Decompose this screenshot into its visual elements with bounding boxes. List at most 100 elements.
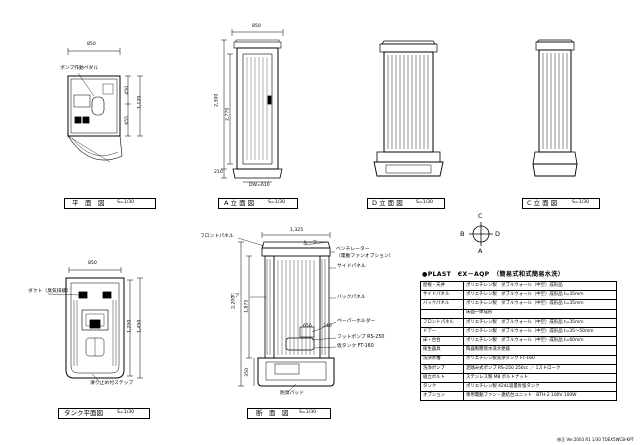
spec-row: 組立ボルトステンレス製 M8 ボルトナット <box>420 372 617 384</box>
section-label-door: ドア <box>230 294 240 299</box>
compass-b: B <box>460 230 465 238</box>
section-label-side-panel: サイドパネル <box>337 264 366 269</box>
plan-caption-box <box>64 198 156 209</box>
section-dim-small-1: 350 <box>245 367 251 377</box>
spec-row: バックパネルポリエチレン製 ダブルウォール（中空）成形品 t=35mm <box>420 299 617 310</box>
elev-d-caption-box <box>367 198 445 209</box>
tank-dim-2: 1,450 <box>137 319 143 333</box>
section-label-roof: ルーフ <box>303 241 318 246</box>
spec-row: ドアーポリエチレン製 ダブルウォール（中空）成形品 t=35～50mm <box>420 326 617 338</box>
plan-dim-3: 655 <box>125 115 131 125</box>
elev-a-caption-box <box>218 198 298 209</box>
spec-key: フロントパネル <box>420 317 464 328</box>
elevation-d-view <box>373 40 444 177</box>
spec-value: ポリエチレン製 ダブルウォール（中空）成形品 t=35mm <box>463 290 617 301</box>
spec-row: 洗浄ポンプ足踏み式ポンプ RS-250 250cc ／ 1ストローク <box>420 363 617 374</box>
plan-scale: S=1/30 <box>117 200 135 205</box>
spec-key <box>420 308 464 319</box>
spec-row: タンクポリエチレン製 424L容量貯留タンク <box>420 382 617 393</box>
spec-value: 専用電動ファン・連結台ユニット BTH-2 100V 100W <box>463 391 617 402</box>
spec-value: ポリエチレン製 ダブルウォール（中空）成形品 <box>463 280 617 292</box>
elevation-c-view <box>532 39 578 177</box>
section-caption-box <box>247 408 331 419</box>
section-caption: 断 面 図 <box>256 409 289 417</box>
spec-title: ●PLAST ЄX－AQP （簡易式和式簡易水洗） <box>422 271 565 278</box>
spec-value: 足踏み式ポンプ RS-250 250cc ／ 1ストローク <box>463 363 617 374</box>
elev-c-caption-box <box>522 198 600 209</box>
section-label-back-panel: バックパネル <box>337 295 366 300</box>
plan-view <box>67 48 143 163</box>
elev-a-dim-height: 2,300 <box>214 93 220 107</box>
spec-row: 床・台台ポリエチレン製 ダブルウォール（中空）成形品 t=60mm <box>420 336 617 347</box>
elevation-a-view <box>221 29 284 183</box>
spec-key: 床・台台 <box>420 336 464 347</box>
spec-row: 床面一体成形 <box>420 308 617 319</box>
footer-revision: 修正 Ver.2003 R1 1/30 TOEX5WCB-KPT <box>557 437 634 442</box>
section-dim-small-2: 656 <box>303 324 312 329</box>
section-label-vent-sub: （電動ファンオプション） <box>336 254 394 259</box>
elev-a-scale: S=1/30 <box>268 200 286 205</box>
elev-a-dim-door: 2,770 <box>225 107 231 121</box>
section-label-paper-holder: ペーパーホルダー <box>337 319 376 324</box>
section-dim-small-3: 240 <box>323 324 332 329</box>
compass <box>469 222 493 246</box>
compass-c: C <box>478 212 483 220</box>
spec-key: 衛生器具 <box>420 345 464 356</box>
tank-dim-width: 850 <box>88 261 97 266</box>
section-label-front-panel: フロントパネル <box>200 234 234 239</box>
plan-dim-1: 450 <box>125 85 131 95</box>
plan-dim-2: 1,120 <box>137 95 143 109</box>
section-label-foot-pump: フットポンプ RS-250 <box>337 335 385 340</box>
tank-label-step: 滑り止め付ステップ <box>90 381 134 386</box>
section-scale: S=1/30 <box>299 410 317 415</box>
spec-row: 洗浄水槽ポリエチレン製洗浄タンク FT-160 <box>420 354 617 365</box>
elev-a-dim-dw: DW=610 <box>249 183 270 188</box>
spec-value: 床面一体成形 <box>463 308 617 319</box>
spec-key: オプション <box>420 391 464 402</box>
tank-caption-box <box>58 408 150 419</box>
spec-value: ポリエチレン製洗浄タンク FT-160 <box>463 354 617 365</box>
elev-d-caption: D 立 面 図 <box>372 199 403 207</box>
spec-key: バックパネル <box>420 299 464 310</box>
spec-key: 洗浄ポンプ <box>420 363 464 374</box>
plan-label-pedal: ポンプ作動ペダル <box>60 66 99 71</box>
spec-value: ポリエチレン製 ダブルウォール（中空）成形品 t=35～50mm <box>463 326 617 338</box>
spec-row: オプション専用電動ファン・連結台ユニット BTH-2 100V 100W <box>420 391 617 402</box>
spec-value: 陶器製簡易水洗大便器 <box>463 345 617 356</box>
section-label-vent: ベンチレーター <box>336 247 370 252</box>
spec-row: フロントパネルポリエチレン製 ダブルウォール（中空）成形品 t=35mm <box>420 317 617 328</box>
spec-row: 衛生器具陶器製簡易水洗大便器 <box>420 345 617 356</box>
tank-dim-1: 1,250 <box>127 319 133 333</box>
spec-key: サイドパネル <box>420 290 464 301</box>
spec-value: ポリエチレン製 ダブルウォール（中空）成形品 t=60mm <box>463 336 617 347</box>
elev-d-scale: S=1/30 <box>416 200 434 205</box>
section-dim-door: 1,875 <box>244 299 250 313</box>
section-label-floor-pad: 防臭パッド <box>280 391 304 396</box>
elev-c-caption: C 立 面 図 <box>527 199 558 207</box>
elev-c-scale: S=1/30 <box>572 200 590 205</box>
elev-a-caption: A 立 面 図 <box>224 199 255 207</box>
tank-plan-view <box>47 267 143 383</box>
elev-a-dim-base: 210 <box>214 170 223 175</box>
spec-row: 屋根・天井ポリエチレン製 ダブルウォール（中空）成形品 <box>420 280 617 292</box>
spec-key: タンク <box>420 382 464 393</box>
section-label-tank: 仮タンク FT-160 <box>337 344 374 349</box>
elev-a-dim-width: 850 <box>252 24 261 29</box>
tank-label-duct: ダクト（臭気排鏡） <box>28 289 72 294</box>
section-view <box>237 232 337 393</box>
section-dim-height: 2,200 <box>231 295 237 309</box>
compass-d: D <box>495 230 501 238</box>
compass-a: A <box>478 247 483 255</box>
section-dim-width: 1,325 <box>290 228 304 233</box>
spec-key: ドアー <box>420 326 464 338</box>
plan-dim-width: 850 <box>87 42 96 47</box>
tank-scale: S=1/30 <box>117 410 135 415</box>
spec-key: 洗浄水槽 <box>420 354 464 365</box>
spec-value: ポリエチレン製 ダブルウォール（中空）成形品 t=35mm <box>463 299 617 310</box>
spec-table: 屋根・天井ポリエチレン製 ダブルウォール（中空）成形品サイドパネルポリエチレン製… <box>420 280 617 402</box>
spec-key: 組立ボルト <box>420 372 464 384</box>
tank-caption: タンク平面図 <box>64 409 103 417</box>
plan-caption: 平 面 図 <box>72 199 105 207</box>
